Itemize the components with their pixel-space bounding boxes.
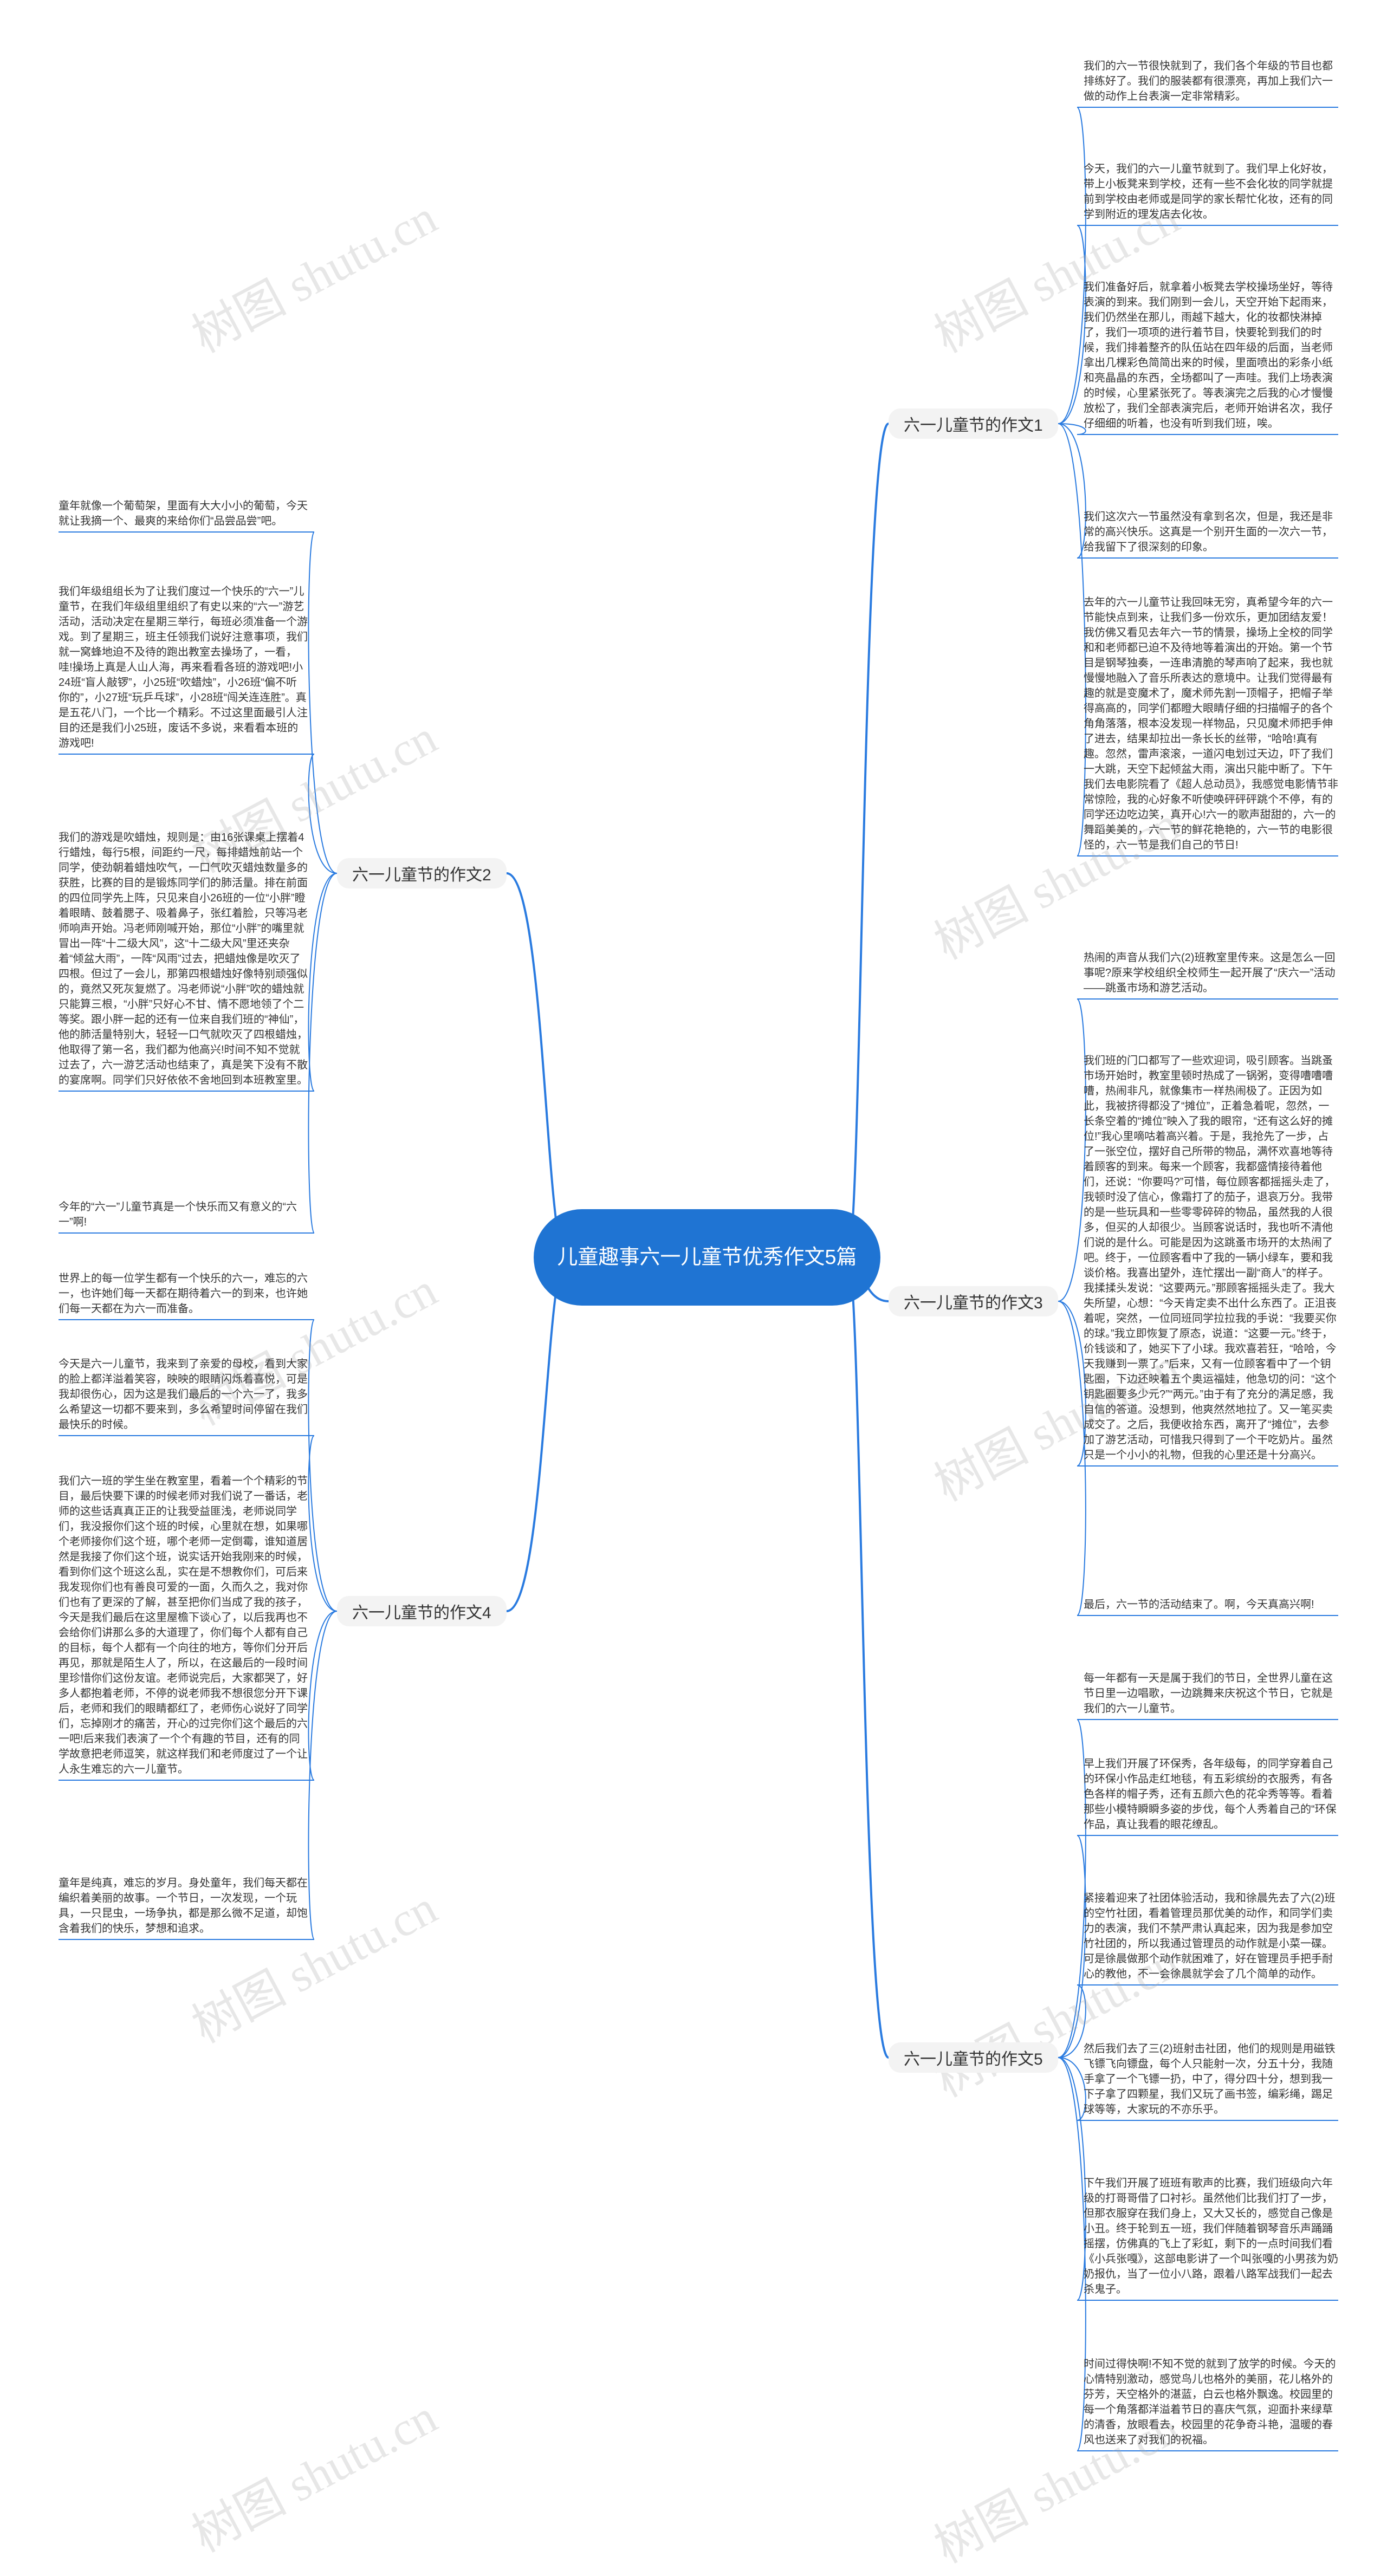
leaf-connector: [1058, 107, 1086, 424]
leaf-connector: [1058, 998, 1086, 1302]
leaf-text: 我们的游戏是吹蜡烛，规则是：由16张课桌上摆着4行蜡烛，每行5根，间距约一尺，每…: [59, 832, 308, 1086]
leaf-connector: [1058, 1301, 1086, 1467]
branch-essay-5[interactable]: 六一儿童节的作文5: [889, 2042, 1058, 2073]
leaf-connector: [1058, 423, 1086, 559]
leaf-text: 最后，六一节的活动结束了。啊，今天真高兴啊!: [1084, 1599, 1314, 1611]
leaf-connector: [1058, 2057, 1086, 2121]
leaf-connector: [308, 1435, 338, 1612]
leaf-connector: [308, 1319, 338, 1612]
leaf-text: 我们的六一节很快就到了，我们各个年级的节目也都排练好了。我们的服装都有很漂亮，再…: [1084, 60, 1333, 102]
leaf-connector: [1058, 1835, 1086, 2058]
branch-essay-4[interactable]: 六一儿童节的作文4: [337, 1596, 507, 1626]
leaf-text: 下午我们开展了班班有歌声的比赛，我们班级向六年级的打哥哥借了口衬衫。虽然他们比我…: [1084, 2177, 1338, 2295]
leaf-connector: [1058, 2057, 1086, 2451]
branch-connector: [506, 1256, 567, 1612]
leaf-text: 童年就像一个葡萄架，里面有大大小小的葡萄，今天就让我摘一个、最爽的来给你们“品尝…: [59, 500, 308, 527]
leaf-connector: [1058, 1719, 1086, 2058]
leaf-text: 然后我们去了三(2)班射击社团，他们的规则是用磁铁飞镖飞向镖盘，每个人只能射一次…: [1084, 2043, 1336, 2116]
leaf-text: 去年的六一儿童节让我回味无穷，真希望今年的六一节能快点到来，让我们多一份欢乐，更…: [1084, 596, 1338, 851]
leaf-connector: [308, 873, 338, 1234]
leaf-connector: [1058, 1984, 1086, 2058]
leaf-text: 我们六一班的学生坐在教室里，看着一个个精彩的节目，最后快要下课的时候老师对我们说…: [59, 1475, 308, 1775]
leaf-connector: [308, 1611, 338, 1781]
leaf-text: 紧接着迎来了社团体验活动，我和徐晨先去了六(2)班的空竹社团，看着管理员那优美的…: [1084, 1892, 1336, 1980]
leaf-connector: [1058, 2057, 1086, 2301]
leaf-connector: [308, 1611, 338, 1940]
leaf-connector: [1058, 1301, 1086, 1616]
leaf-text: 今天，我们的六一儿童节就到了。我们早上化好妆，带上小板凳来到学校，还有一些不会化…: [1084, 163, 1333, 220]
leaf-text: 今年的“六一”儿童节真是一个快乐而又有意义的“六一”啊!: [59, 1201, 297, 1228]
leaf-connector: [1058, 423, 1086, 856]
leaf-text: 每一年都有一天是属于我们的节日，全世界儿童在这节日里一边唱歌，一边跳舞来庆祝这个…: [1084, 1672, 1333, 1715]
branch-connector: [506, 872, 567, 1258]
branch-essay-2[interactable]: 六一儿童节的作文2: [337, 858, 507, 888]
leaf-text: 我们年级组组长为了让我们度过一个快乐的“六一”儿童节，在我们年级组里组织了有史以…: [59, 586, 308, 749]
branch-essay-1[interactable]: 六一儿童节的作文1: [889, 408, 1058, 439]
leaf-text: 热闹的声音从我们六(2)班教室里传来。这是怎么一回事呢?原来学校组织全校师生一起…: [1084, 952, 1336, 994]
leaf-connector: [1058, 225, 1086, 424]
leaf-text: 童年是纯真，难忘的岁月。身处童年，我们每天都在编织着美丽的故事。一个节日，一次发…: [59, 1877, 308, 1935]
leaf-text: 我们班的门口都写了一些欢迎词，吸引顾客。当跳蚤市场开始时，教室里顿时热成了一锅粥…: [1084, 1055, 1337, 1461]
leaf-text: 我们准备好后，就拿着小板凳去学校操场坐好，等待表演的到来。我们刚到一会儿，天空开…: [1084, 281, 1333, 430]
root-title: 儿童趣事六一儿童节优秀作文5篇: [557, 1246, 857, 1269]
branch-connector: [847, 423, 890, 1258]
leaf-connector: [308, 873, 338, 1092]
root-topic[interactable]: 儿童趣事六一儿童节优秀作文5篇: [534, 1209, 880, 1306]
leaf-text: 今天是六一儿童节，我来到了亲爱的母校，看到大家的脸上都洋溢着笑容，映映的眼睛闪烁…: [59, 1358, 308, 1431]
leaf-text: 早上我们开展了环保秀，各年级每，的同学穿着自己的环保小作品走红地毯，有五彩缤纷的…: [1084, 1758, 1337, 1831]
leaf-text: 时间过得快啊!不知不觉的就到了放学的时候。今天的心情特别激动，感觉鸟儿也格外的美…: [1084, 2358, 1336, 2446]
leaf-connector: [308, 754, 338, 874]
leaf-text: 我们这次六一节虽然没有拿到名次，但是，我还是非常的高兴快乐。这真是一个别开生面的…: [1084, 511, 1333, 553]
branch-connector: [847, 1256, 890, 2059]
leaf-connector: [308, 531, 338, 874]
leaf-text: 世界上的每一位学生都有一个快乐的六一，难忘的六一，也许她们每一天都在期待着六一的…: [59, 1273, 308, 1315]
branch-essay-3[interactable]: 六一儿童节的作文3: [889, 1286, 1058, 1316]
